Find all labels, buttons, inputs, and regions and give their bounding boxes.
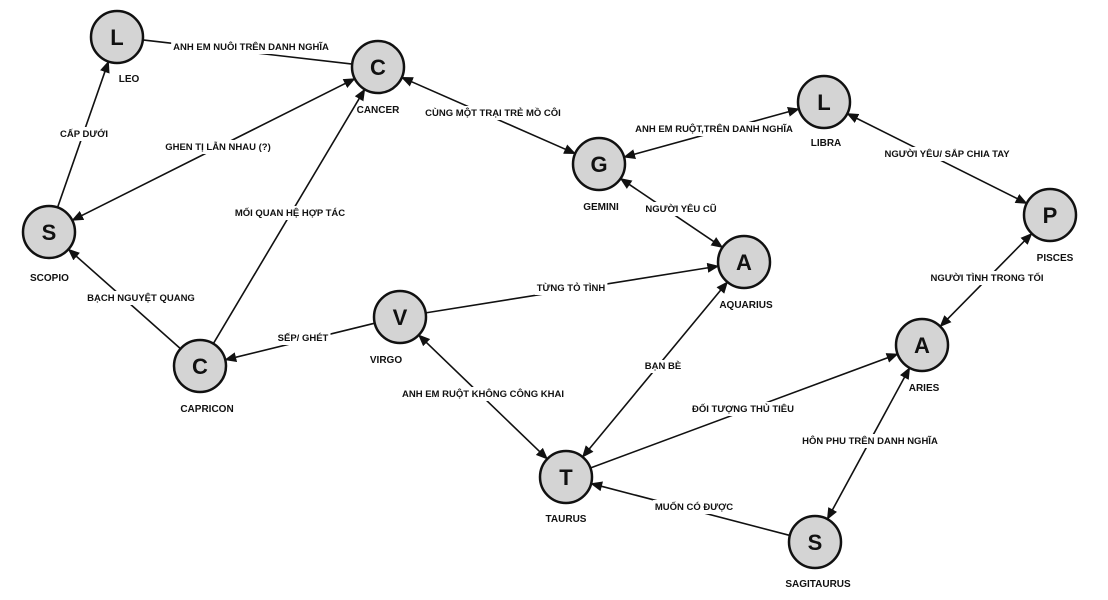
node-circle bbox=[894, 317, 950, 373]
nodes-layer: L LEO C CANCER S SCOPIO C CAPRICON V VIRGO G GEMINI… bbox=[21, 9, 1078, 590]
edge-label-text: CÙNG MỘT TRẠI TRẺ MỒ CÔI bbox=[425, 107, 561, 119]
node-sagitaurus: S SAGITAURUS bbox=[785, 514, 851, 590]
node-circle bbox=[571, 136, 627, 192]
node-virgo: V VIRGO bbox=[370, 289, 428, 366]
edge-label-capricon-cancer: MỐI QUAN HỆ HỢP TÁC bbox=[232, 206, 348, 220]
edge-label-aries-pisces: NGƯỜI TÌNH TRONG TỐI bbox=[928, 271, 1046, 285]
edge-label-capricon-scopio: BẠCH NGUYỆT QUANG bbox=[85, 291, 197, 305]
node-circle bbox=[350, 39, 406, 95]
node-letter: L bbox=[110, 25, 123, 50]
node-name: ARIES bbox=[909, 383, 940, 394]
edge-label-scopio-cancer: GHEN TỊ LẪN NHAU (?) bbox=[163, 140, 273, 154]
node-name: SCOPIO bbox=[30, 273, 69, 284]
node-name: AQUARIUS bbox=[719, 300, 773, 311]
edge-label-aquarius-taurus: BẠN BÈ bbox=[642, 360, 684, 373]
edge-label-text: NGƯỜI TÌNH TRONG TỐI bbox=[930, 272, 1043, 284]
edge-label-sagitaurus-taurus: MUỐN CÓ ĐƯỢC bbox=[652, 500, 736, 514]
edge-label-text: SẾP/ GHÉT bbox=[278, 333, 329, 344]
edge-label-taurus-aries: ĐỐI TƯỢNG THỦ TIÊU bbox=[689, 402, 797, 416]
node-letter: L bbox=[817, 90, 830, 115]
node-letter: A bbox=[736, 250, 752, 275]
edge-label-leo-cancer: ANH EM NUÔI TRÊN DANH NGHĨA bbox=[171, 40, 331, 54]
node-circle bbox=[1022, 187, 1078, 243]
node-name: VIRGO bbox=[370, 355, 402, 366]
edge-label-text: GHEN TỊ LẪN NHAU (?) bbox=[165, 141, 271, 153]
node-circle bbox=[89, 9, 145, 65]
node-letter: G bbox=[590, 152, 607, 177]
edge-label-text: NGƯỜI YÊU CŨ bbox=[645, 203, 716, 215]
edge-label-text: NGƯỜI YÊU/ SẮP CHIA TAY bbox=[884, 148, 1010, 160]
node-letter: C bbox=[370, 55, 386, 80]
node-letter: T bbox=[559, 465, 573, 490]
edge-label-text: ĐỐI TƯỢNG THỦ TIÊU bbox=[692, 403, 794, 415]
node-circle bbox=[796, 74, 852, 130]
edge-label-text: BẠN BÈ bbox=[645, 361, 681, 372]
edge-label-text: CẤP DƯỚI bbox=[60, 128, 108, 140]
edge-label-text: ANH EM NUÔI TRÊN DANH NGHĨA bbox=[173, 41, 329, 53]
node-name: LIBRA bbox=[811, 138, 842, 149]
node-letter: V bbox=[393, 305, 408, 330]
node-aquarius: A AQUARIUS bbox=[716, 234, 773, 311]
edge-label-text: HÔN PHU TRÊN DANH NGHĨA bbox=[802, 435, 938, 447]
node-name: SAGITAURUS bbox=[785, 579, 851, 590]
node-cancer: C CANCER bbox=[350, 39, 406, 116]
edge-label-gemini-aquarius: NGƯỜI YÊU CŨ bbox=[643, 202, 719, 216]
edge-label-virgo-aquarius: TỪNG TỎ TÌNH bbox=[534, 281, 608, 295]
edge-label-sagitaurus-aries: HÔN PHU TRÊN DANH NGHĨA bbox=[800, 434, 940, 448]
node-capricon: C CAPRICON bbox=[172, 338, 234, 415]
node-circle bbox=[716, 234, 772, 290]
node-circle bbox=[172, 338, 228, 394]
edge-label-virgo-capricon: SẾP/ GHÉT bbox=[275, 332, 331, 345]
edge-labels-layer: ANH EM NUÔI TRÊN DANH NGHĨA CẤP DƯỚI GHEN … bbox=[57, 40, 1046, 514]
node-letter: P bbox=[1043, 203, 1058, 228]
node-name: LEO bbox=[119, 74, 140, 85]
node-name: CANCER bbox=[357, 105, 401, 116]
edge-label-text: ANH EM RUỘT,TRÊN DANH NGHĨA bbox=[635, 123, 793, 135]
edge-label-text: MUỐN CÓ ĐƯỢC bbox=[655, 501, 733, 513]
edge-label-text: BẠCH NGUYỆT QUANG bbox=[87, 292, 195, 304]
node-leo: L LEO bbox=[89, 9, 145, 85]
edge-label-virgo-taurus: ANH EM RUỘT KHÔNG CÔNG KHAI bbox=[399, 387, 567, 401]
edge-label-scopio-leo: CẤP DƯỚI bbox=[57, 127, 111, 141]
edge-label-libra-pisces: NGƯỜI YÊU/ SẮP CHIA TAY bbox=[882, 147, 1013, 161]
node-letter: S bbox=[42, 220, 57, 245]
node-name: PISCES bbox=[1037, 253, 1074, 264]
edge-label-text: TỪNG TỎ TÌNH bbox=[537, 282, 606, 294]
node-taurus: T TAURUS bbox=[538, 449, 594, 525]
node-letter: A bbox=[914, 333, 930, 358]
node-circle bbox=[372, 289, 428, 345]
edge-label-text: ANH EM RUỘT KHÔNG CÔNG KHAI bbox=[402, 388, 564, 400]
node-gemini: G GEMINI bbox=[571, 136, 627, 213]
node-name: GEMINI bbox=[583, 202, 619, 213]
node-name: CAPRICON bbox=[180, 404, 233, 415]
node-circle bbox=[21, 204, 77, 260]
edge-label-cancer-gemini: CÙNG MỘT TRẠI TRẺ MỒ CÔI bbox=[423, 106, 563, 120]
edge-label-text: MỐI QUAN HỆ HỢP TÁC bbox=[235, 207, 345, 219]
node-letter: S bbox=[808, 530, 823, 555]
node-circle bbox=[538, 449, 594, 505]
node-name: TAURUS bbox=[546, 514, 587, 525]
node-letter: C bbox=[192, 354, 208, 379]
node-scopio: S SCOPIO bbox=[21, 204, 77, 284]
node-libra: L LIBRA bbox=[796, 74, 852, 149]
node-aries: A ARIES bbox=[894, 317, 950, 394]
node-pisces: P PISCES bbox=[1022, 187, 1078, 264]
node-circle bbox=[787, 514, 843, 570]
edge-label-gemini-libra: ANH EM RUỘT,TRÊN DANH NGHĨA bbox=[633, 122, 796, 136]
